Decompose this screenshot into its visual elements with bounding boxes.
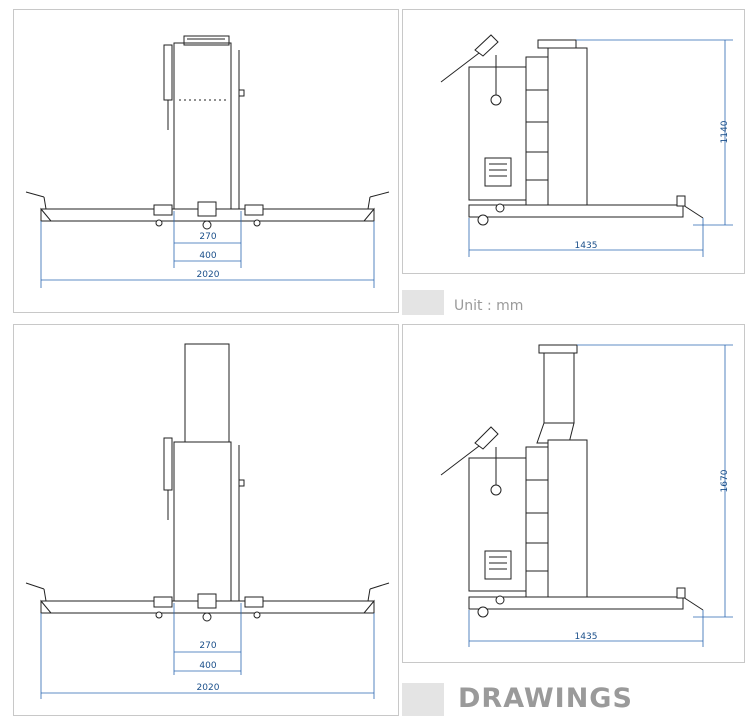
front-view-raised-panel: 270 400 2020 <box>13 324 399 716</box>
dim-1670: 1670 <box>720 469 730 492</box>
dim-2020: 2020 <box>197 270 220 280</box>
dim-400: 400 <box>199 251 216 261</box>
side-view-lowered-drawing: 1140 1435 <box>440 34 733 257</box>
drawings-label: DRAWINGS <box>458 683 633 714</box>
dim-1435-top: 1435 <box>575 241 598 251</box>
drawings-marker-box <box>402 683 444 716</box>
unit-label: Unit : mm <box>454 298 524 314</box>
dim-2020: 2020 <box>197 683 220 693</box>
side-view-raised-panel: 1670 1435 <box>402 324 745 663</box>
dim-270: 270 <box>199 641 216 651</box>
unit-marker-box <box>402 290 444 315</box>
front-view-lowered-panel: 270 400 2020 <box>13 9 399 313</box>
dim-1140: 1140 <box>720 120 730 143</box>
side-view-raised-drawing: 1670 1435 <box>440 344 733 647</box>
dim-270: 270 <box>199 232 216 242</box>
dim-1435-bottom: 1435 <box>575 632 598 642</box>
front-view-raised-drawing: 270 400 2020 <box>25 343 390 699</box>
front-view-lowered-drawing: 270 400 2020 <box>25 35 390 288</box>
dim-400: 400 <box>199 661 216 671</box>
side-view-lowered-panel: 1140 1435 <box>402 9 745 274</box>
